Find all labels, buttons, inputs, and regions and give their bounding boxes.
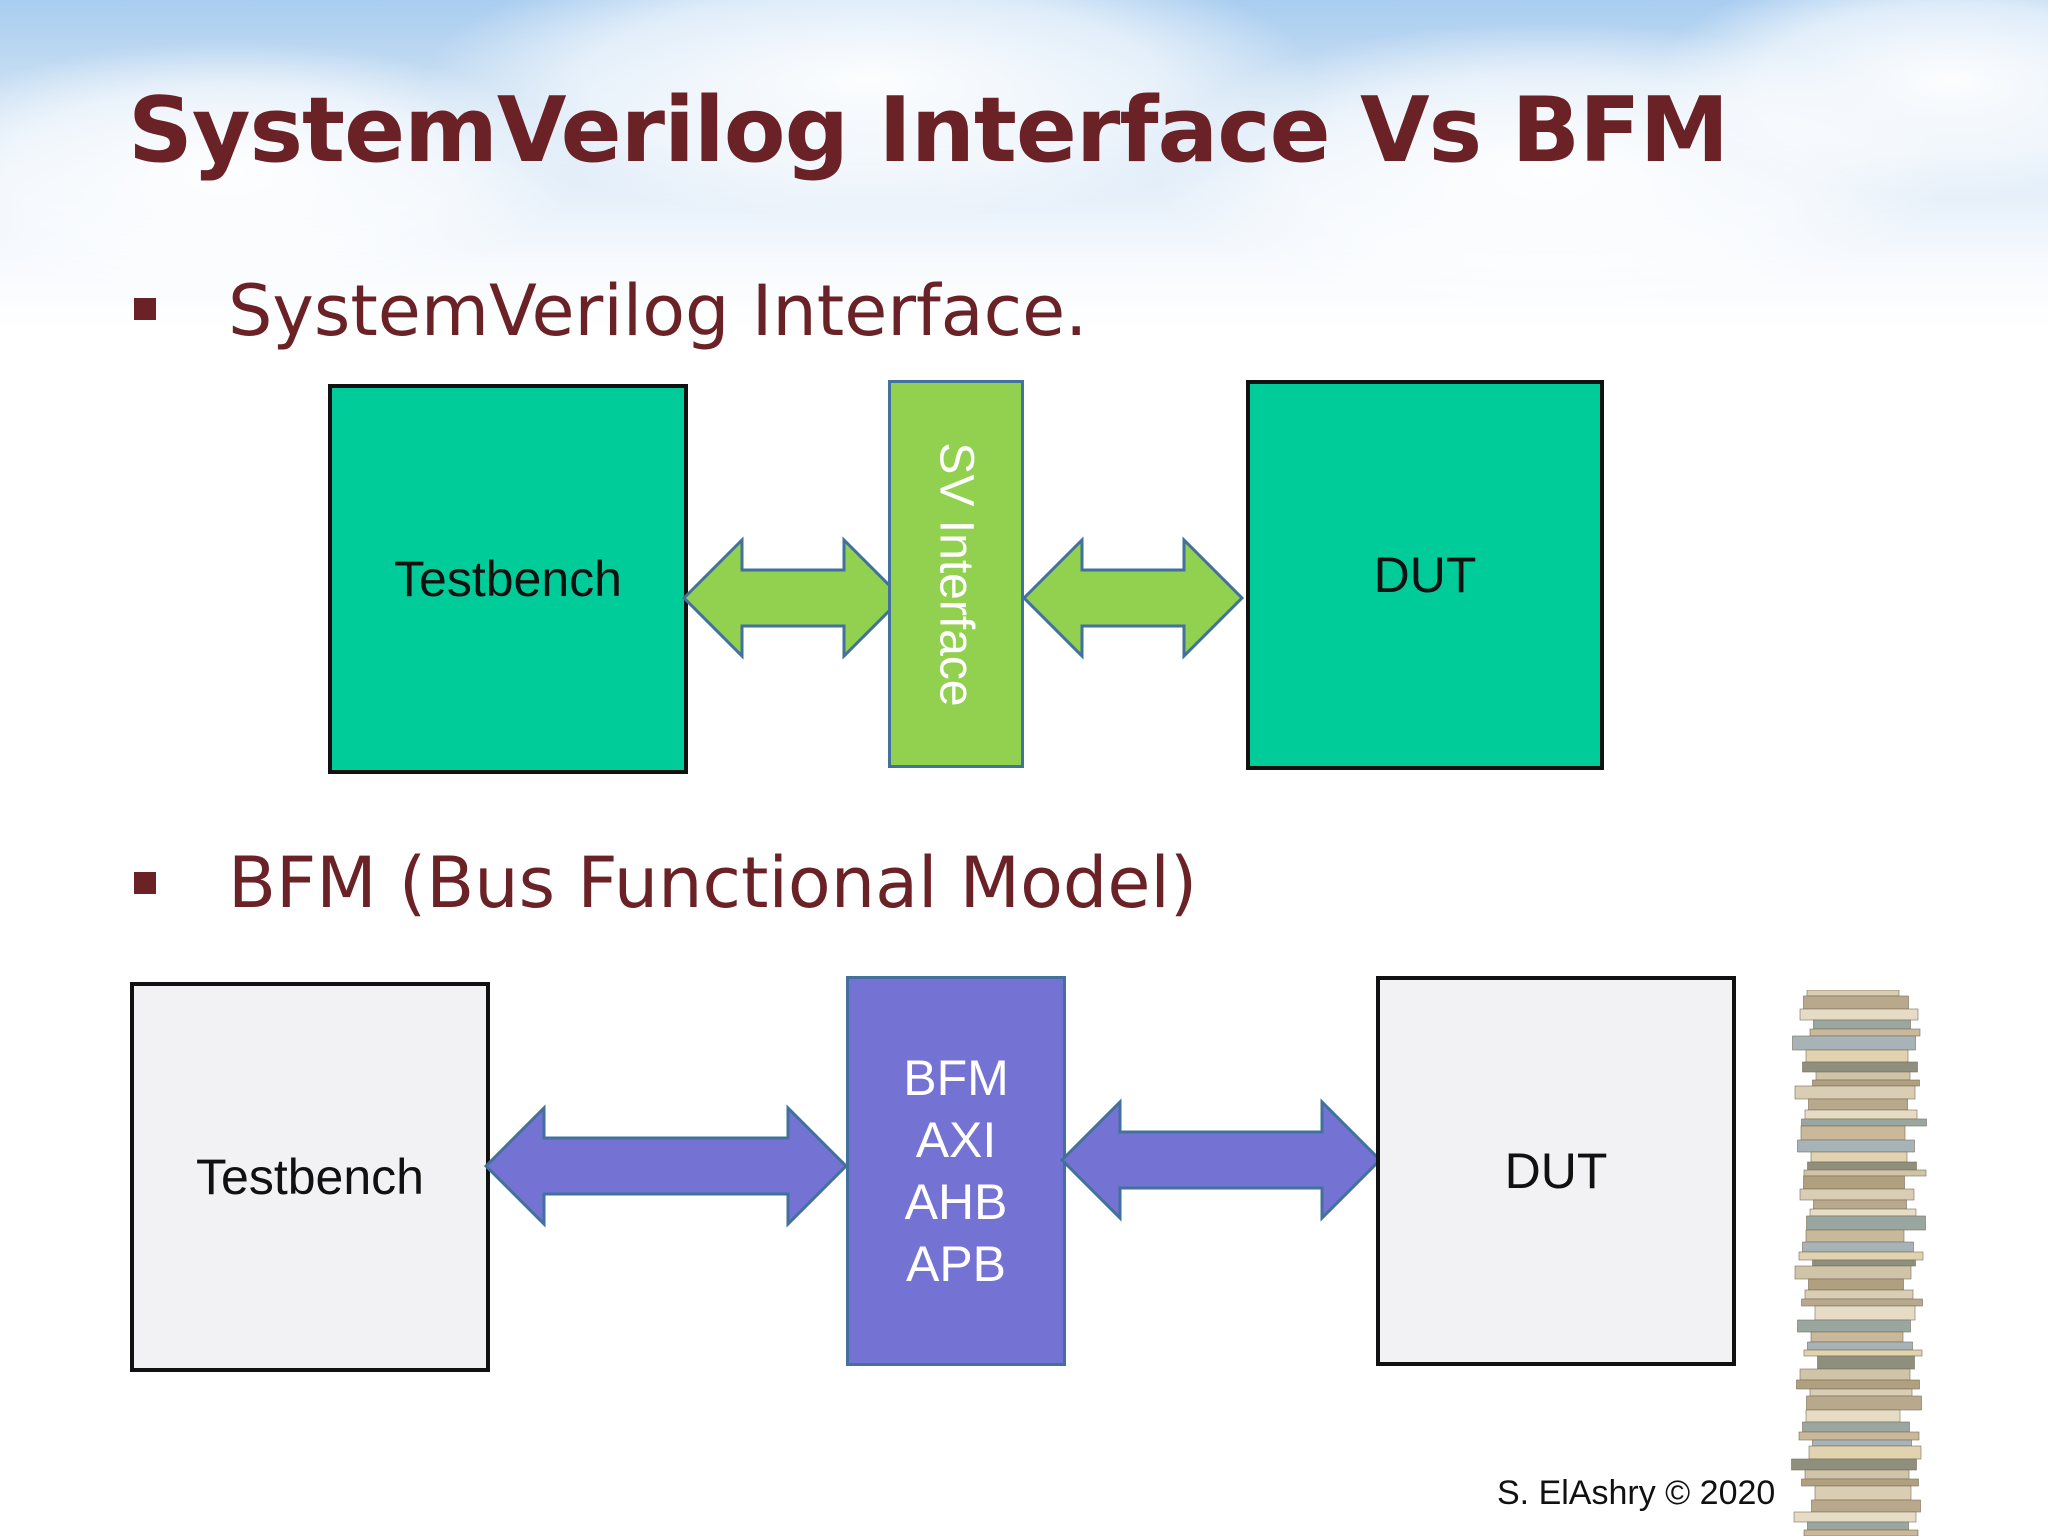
sv-dut-box: DUT <box>1246 380 1604 770</box>
bfm-line: APB <box>905 1236 1007 1292</box>
book <box>1809 1388 1913 1397</box>
bullet-marker <box>134 872 156 894</box>
book <box>1814 1485 1912 1501</box>
book <box>1797 1139 1915 1153</box>
book <box>1806 990 1900 997</box>
book <box>1796 1379 1920 1390</box>
sv-dut-label: DUT <box>1373 547 1477 603</box>
sv-testbench-label: Testbench <box>394 551 622 607</box>
book <box>1805 1049 1909 1063</box>
book <box>1805 1409 1901 1423</box>
book <box>1802 1061 1918 1073</box>
book-stack-image <box>1791 990 1927 1536</box>
book <box>1799 1008 1919 1021</box>
copyright-footer: S. ElAshry © 2020 <box>1497 1474 1776 1512</box>
bfm-arrow-left <box>483 1104 849 1228</box>
book <box>1804 1289 1914 1300</box>
book <box>1793 1511 1917 1523</box>
bfm-line: BFM <box>903 1050 1009 1106</box>
bullet-sv-interface: SystemVerilog Interface. <box>228 270 1088 352</box>
book <box>1806 1215 1926 1231</box>
book <box>1810 1331 1904 1343</box>
bfm-line: AHB <box>904 1174 1008 1230</box>
sv-arrow-left <box>681 536 905 660</box>
book <box>1802 1241 1914 1253</box>
book <box>1805 1229 1905 1243</box>
book <box>1792 1035 1916 1051</box>
sky-background <box>0 0 2048 330</box>
book <box>1810 1151 1908 1163</box>
book <box>1800 1125 1906 1141</box>
book <box>1801 1478 1919 1487</box>
book <box>1807 1341 1913 1351</box>
book <box>1804 1469 1910 1480</box>
sv-arrow-right <box>1021 536 1245 660</box>
sv-interface-box: SV Interface <box>888 380 1024 768</box>
book <box>1807 1161 1917 1171</box>
bullet-bfm: BFM (Bus Functional Model) <box>228 842 1198 924</box>
book <box>1815 1071 1911 1081</box>
book <box>1798 1251 1924 1261</box>
book <box>1803 1169 1927 1177</box>
book <box>1811 1499 1921 1513</box>
book <box>1803 995 1909 1010</box>
bfm-dut-box: DUT <box>1376 976 1736 1366</box>
book <box>1807 1521 1909 1531</box>
book <box>1806 1395 1922 1411</box>
sv-interface-label: SV Interface <box>929 441 983 707</box>
slide-title: SystemVerilog Interface Vs BFM <box>128 78 1729 183</box>
book <box>1813 1019 1911 1030</box>
book <box>1794 1085 1916 1100</box>
book <box>1809 1208 1917 1217</box>
book <box>1798 1431 1920 1441</box>
book <box>1814 1305 1916 1321</box>
book <box>1809 1028 1921 1037</box>
book <box>1817 1355 1915 1370</box>
book <box>1808 1445 1922 1460</box>
bfm-arrow-right <box>1059 1098 1383 1222</box>
bfm-dut-label: DUT <box>1504 1143 1608 1199</box>
book <box>1801 1298 1923 1307</box>
bfm-line: AXI <box>915 1112 997 1168</box>
book <box>1794 1265 1912 1280</box>
book <box>1808 1098 1908 1111</box>
book <box>1813 1199 1907 1210</box>
book <box>1803 1175 1905 1190</box>
book <box>1812 1259 1916 1267</box>
bullet-marker <box>134 298 156 320</box>
book <box>1803 1349 1923 1357</box>
bfm-testbench-label: Testbench <box>196 1149 424 1205</box>
book <box>1804 1109 1918 1120</box>
sv-testbench-box: Testbench <box>328 384 688 774</box>
book <box>1797 1319 1911 1333</box>
book <box>1803 1529 1919 1536</box>
book <box>1808 1278 1904 1291</box>
book <box>1802 1421 1910 1433</box>
book <box>1812 1439 1912 1447</box>
book <box>1812 1079 1920 1087</box>
bfm-testbench-box: Testbench <box>130 982 490 1372</box>
book <box>1799 1188 1915 1201</box>
bfm-box: BFM AXI AHB APB <box>846 976 1066 1366</box>
book <box>1801 1118 1927 1127</box>
book <box>1799 1368 1911 1381</box>
book <box>1791 1458 1917 1471</box>
